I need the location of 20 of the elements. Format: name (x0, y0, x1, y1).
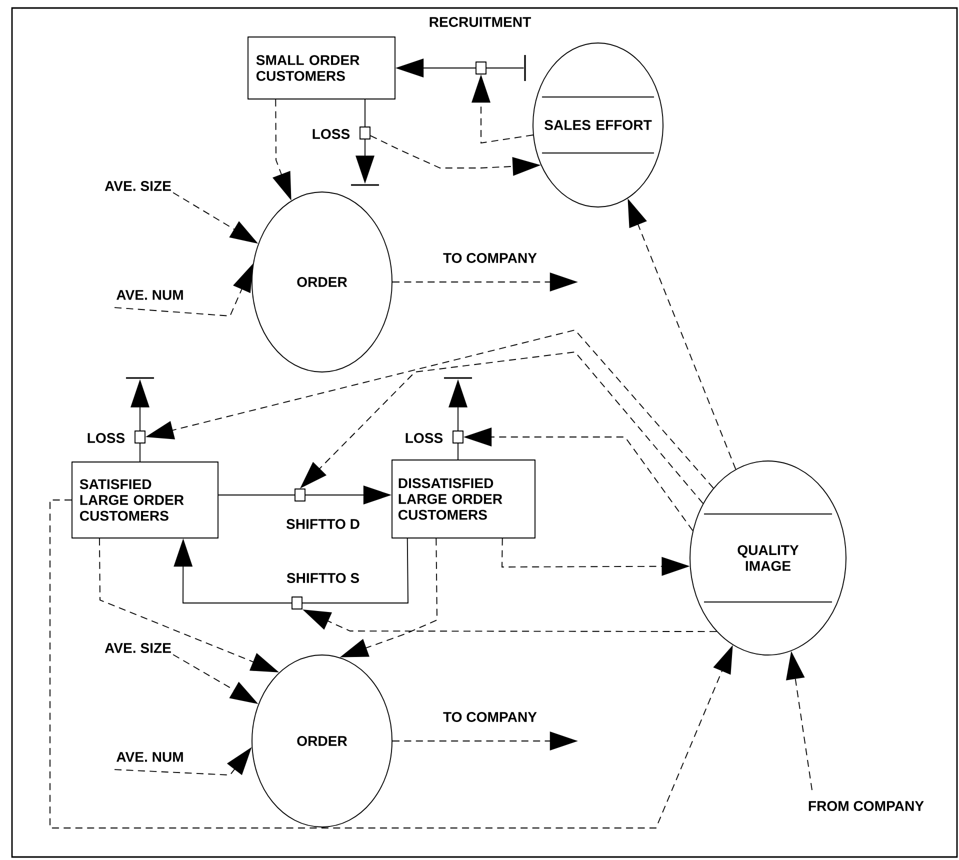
variable-label: AVE. SIZE (104, 181, 171, 191)
flow-label: SHIFTTO D (286, 519, 360, 529)
connector-line (364, 99, 366, 127)
variable-label: AVE. SIZE (104, 643, 171, 653)
edge-label: FROM COMPANY (806, 800, 926, 812)
connector-line (302, 538, 408, 604)
stock-box: DISSATISFIED LARGE ORDER CUSTOMERS (392, 460, 536, 538)
flow-label: LOSS (312, 129, 350, 139)
arrow (50, 500, 733, 828)
variable-label: AVE. NUM (116, 290, 183, 300)
edge-label: TO COMPANY (442, 252, 538, 264)
stock-box: SMALL ORDER CUSTOMERS (248, 36, 396, 100)
variable-label: AVE. NUM (116, 752, 183, 762)
edge-label: TO COMPANY (442, 710, 538, 724)
stock-box: SATISFIED LARGE ORDER CUSTOMERS (72, 462, 218, 538)
flow-label: RECRUITMENT (430, 17, 531, 27)
flow-label: LOSS (406, 433, 443, 443)
connector-line (218, 494, 295, 496)
flow-label: SHIFTTO S (286, 573, 360, 583)
flow-label: LOSS (88, 433, 125, 443)
